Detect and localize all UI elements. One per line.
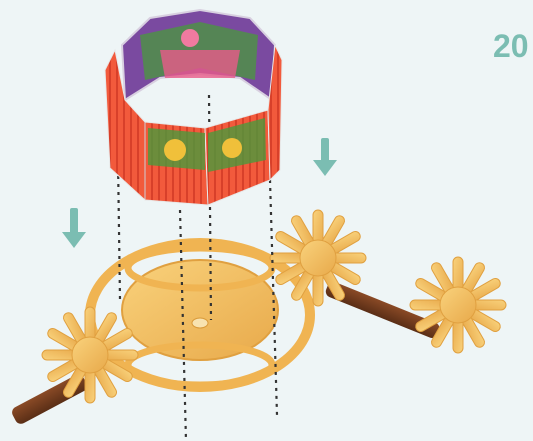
step-number: 20 — [493, 28, 529, 65]
large-wheel — [90, 243, 310, 387]
down-arrow-icon — [313, 138, 337, 176]
gear-clip-right — [410, 257, 506, 353]
paper-wall-ring — [105, 10, 282, 205]
down-arrow-icon — [62, 208, 86, 248]
